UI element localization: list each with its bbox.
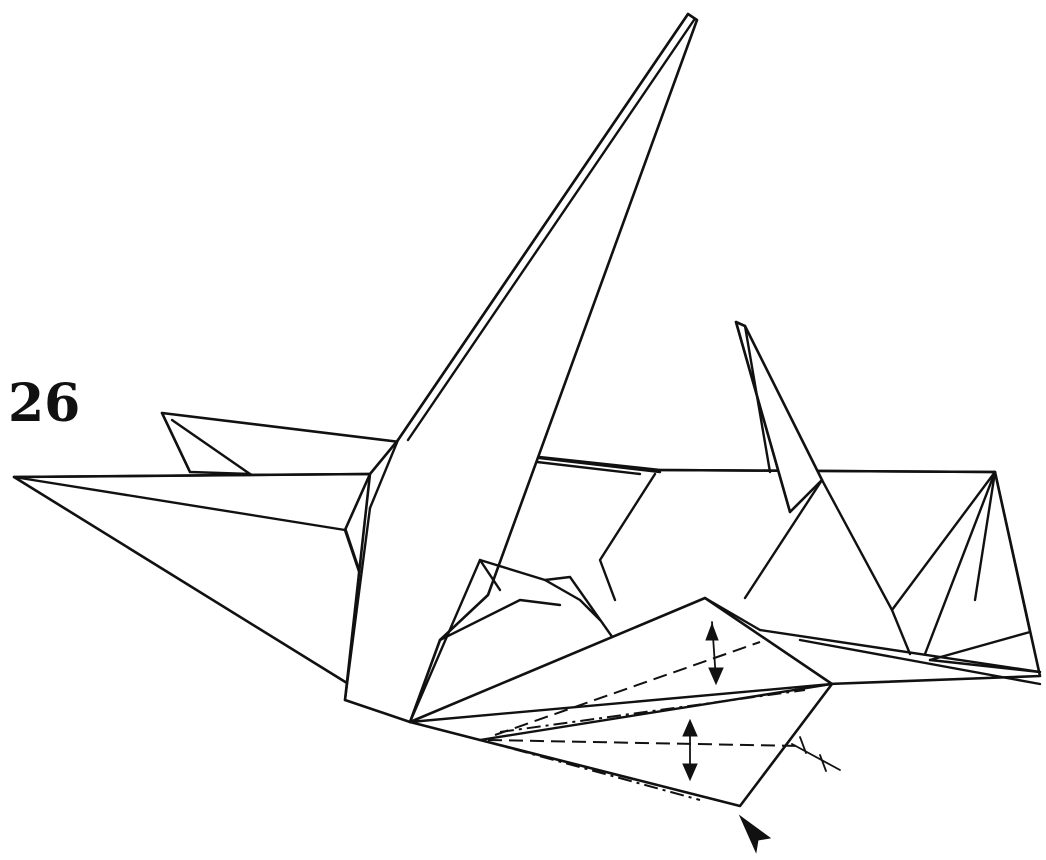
angle-marks [792, 737, 840, 771]
push-arrow-icon [740, 816, 770, 852]
